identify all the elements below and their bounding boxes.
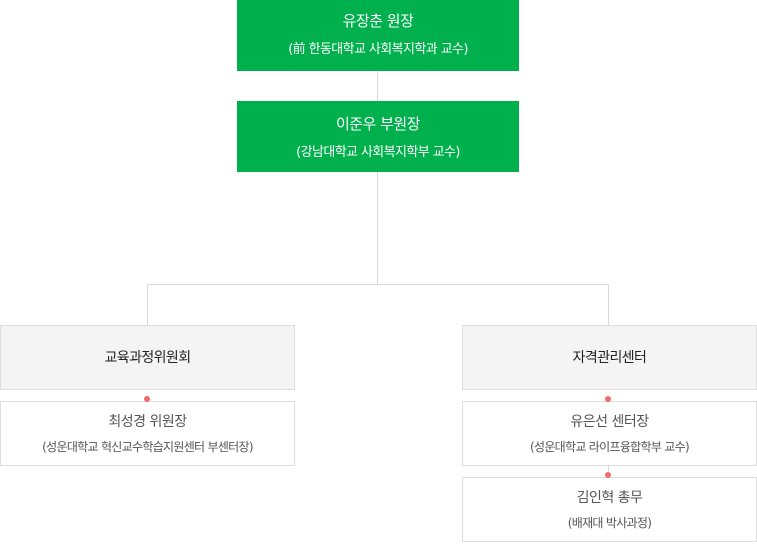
connector-left-drop	[147, 284, 148, 326]
director-box: 유장춘 원장 (前 한동대학교 사회복지학과 교수)	[237, 0, 519, 71]
department-curriculum-committee: 교육과정위원회	[0, 325, 295, 390]
member-name: 유은선 센터장	[570, 414, 649, 430]
member-affiliation: (배재대 박사과정)	[567, 516, 652, 530]
connector-right-drop	[608, 284, 609, 326]
director-affiliation: (前 한동대학교 사회복지학과 교수)	[288, 42, 468, 57]
connector-vice-trunk	[377, 172, 378, 284]
connector-horizontal	[147, 284, 609, 285]
member-curriculum-chair: 최성경 위원장 (성운대학교 혁신교수학습지원센터 부센터장)	[0, 401, 295, 466]
connector-director-vice	[377, 71, 378, 101]
connector-dot	[605, 472, 611, 478]
vice-director-affiliation: (강남대학교 사회복지학부 교수)	[296, 145, 460, 160]
member-qualification-head: 유은선 센터장 (성운대학교 라이프융합학부 교수)	[462, 401, 757, 466]
vice-director-box: 이준우 부원장 (강남대학교 사회복지학부 교수)	[237, 101, 519, 172]
member-affiliation: (성운대학교 라이프융합학부 교수)	[530, 440, 690, 454]
vice-director-name: 이준우 부원장	[335, 115, 421, 133]
member-name: 최성경 위원장	[108, 414, 187, 430]
member-affiliation: (성운대학교 혁신교수학습지원센터 부센터장)	[42, 440, 253, 454]
member-qualification-secretary: 김인혁 총무 (배재대 박사과정)	[462, 477, 757, 542]
director-name: 유장춘 원장	[342, 12, 414, 30]
connector-dot	[605, 396, 611, 402]
department-qualification-center: 자격관리센터	[462, 325, 757, 390]
member-name: 김인혁 총무	[576, 490, 643, 506]
connector-dot	[144, 396, 150, 402]
